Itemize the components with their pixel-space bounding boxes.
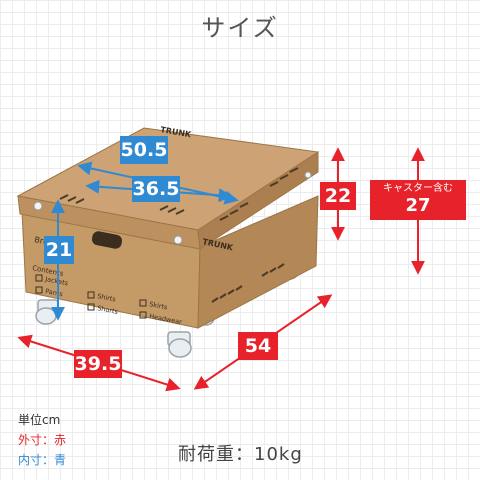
outer-height-label: 22 xyxy=(320,182,356,210)
inner-legend-text: 内寸：青 xyxy=(18,453,67,467)
outer-width-label: 39.5 xyxy=(74,350,122,378)
outer-height-casters-caption: キャスター含む xyxy=(383,183,453,194)
page-title: サイズ xyxy=(201,14,279,42)
outer-height-casters-box: キャスター含む 27 xyxy=(370,180,466,220)
checkbox-label-shorts: Shorts xyxy=(97,304,120,316)
unit-legend: 単位cm 外寸：赤 内寸：青 xyxy=(18,410,66,470)
cardboard-box xyxy=(16,127,320,329)
outer-legend-text: 外寸：赤 xyxy=(18,433,67,447)
checkbox-label-shirts: Shirts xyxy=(97,292,117,304)
front-brand-text: Bru xyxy=(34,235,49,246)
inner-depth-label: 50.5 xyxy=(120,136,168,164)
unit-text: 単位cm xyxy=(18,413,61,427)
inner-width-label: 36.5 xyxy=(132,176,180,202)
outer-height-casters-value: 27 xyxy=(405,195,431,216)
load-capacity-text: 耐荷重：10kg xyxy=(178,444,303,465)
inner-height-label: 21 xyxy=(44,236,74,264)
outer-depth-label: 54 xyxy=(238,332,278,360)
checkbox-label-skirts: Skirts xyxy=(149,300,169,311)
